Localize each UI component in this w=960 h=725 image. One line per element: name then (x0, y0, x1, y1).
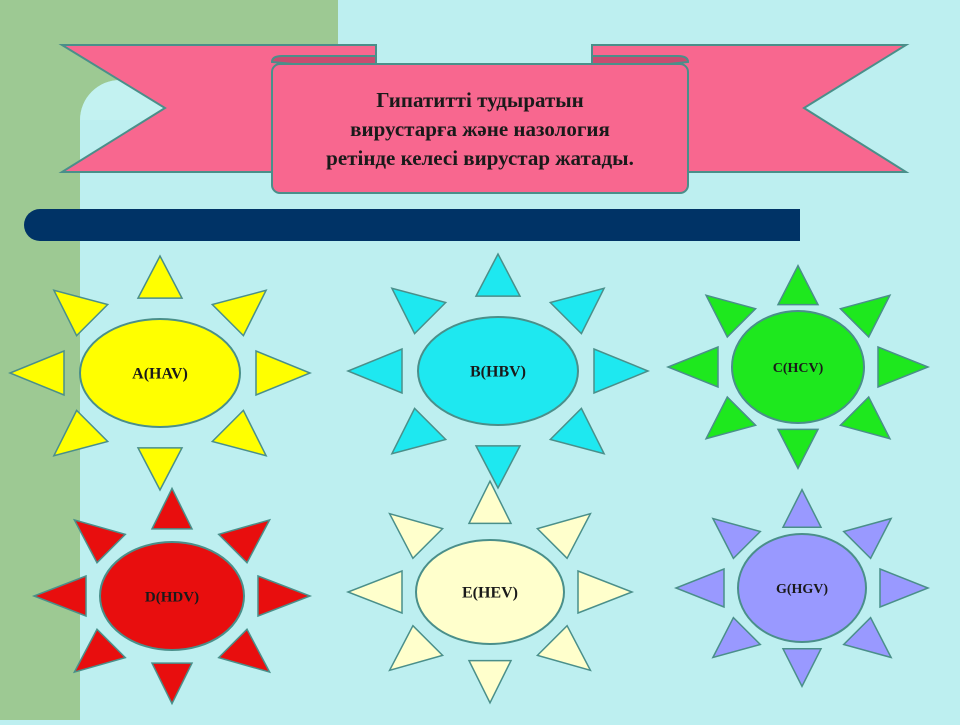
divider-bar-body (60, 209, 800, 241)
sun-ray (711, 616, 762, 659)
sun-ray (704, 294, 758, 339)
sun-body (737, 533, 867, 643)
sun-ray (136, 254, 184, 299)
sun-ray (255, 349, 312, 397)
sun-ray (150, 662, 194, 706)
sun-label: E(HEV) (462, 585, 518, 602)
sun-label: A(HAV) (132, 366, 188, 383)
sun-ray (31, 574, 87, 618)
sun-ray (150, 486, 194, 530)
title-line-2: вирустарға және назология (350, 117, 610, 141)
sun-ray (210, 409, 268, 457)
slide-title: Гипатитті тудыратын вирустарға және назо… (280, 86, 680, 173)
sun-ray (838, 395, 892, 440)
sun-ray (665, 345, 719, 389)
sun-ray (52, 409, 110, 457)
sun-ray (217, 628, 272, 674)
sun-ray (842, 616, 893, 659)
sun-ray (345, 569, 403, 615)
sun-ray (474, 445, 522, 490)
sun-ray (346, 347, 403, 395)
sun-ray (842, 517, 893, 560)
sun-ray (72, 628, 127, 674)
sun-ray (781, 648, 823, 688)
sun-ray (136, 447, 184, 492)
ribbon-banner (58, 44, 910, 194)
sun-ray (535, 512, 592, 560)
sun-a-hav: A(HAV) (8, 254, 312, 492)
sun-e-hev: E(HEV) (345, 479, 635, 705)
sun-ray (8, 349, 65, 397)
sun-g-hgv: G(HGV) (673, 488, 931, 688)
sun-ray (673, 567, 725, 609)
sun-ray (72, 518, 127, 564)
sun-ray (704, 395, 758, 440)
sun-body (731, 310, 865, 424)
title-line-1: Гипатитті тудыратын (376, 88, 584, 112)
title-line-3: ретінде келесі вирустар жатады. (326, 146, 634, 170)
sun-ray (52, 289, 110, 337)
sun-ray (467, 659, 513, 705)
ribbon-center (271, 63, 689, 194)
sun-body (99, 541, 245, 651)
sun-ray (776, 428, 820, 471)
sun-label: G(HGV) (776, 582, 828, 597)
sun-d-hdv: D(HDV) (31, 486, 313, 706)
sun-ray (390, 287, 448, 335)
suns-layer: A(HAV) B(HBV) C(HCV) D(HDV) E(HEV) G(HGV) (8, 252, 931, 706)
sun-label: C(HCV) (773, 361, 824, 376)
sun-ray (711, 517, 762, 560)
sun-ray (838, 294, 892, 339)
sun-b-hbv: B(HBV) (346, 252, 650, 490)
sun-ray (877, 345, 931, 389)
sun-ray (879, 567, 931, 609)
sun-ray (388, 512, 445, 560)
sun-ray (577, 569, 635, 615)
sun-ray (548, 287, 606, 335)
sun-label: D(HDV) (145, 589, 199, 605)
sun-ray (474, 252, 522, 297)
sun-ray (535, 624, 592, 672)
sun-ray (257, 574, 313, 618)
sun-label: B(HBV) (470, 364, 526, 381)
sun-ray (210, 289, 268, 337)
sun-body (417, 316, 579, 426)
sun-ray (217, 518, 272, 564)
sun-ray (548, 407, 606, 455)
sun-ray (390, 407, 448, 455)
sun-ray (593, 347, 650, 395)
sun-c-hcv: C(HCV) (665, 263, 931, 471)
sun-body (415, 539, 565, 645)
sun-ray (781, 488, 823, 528)
sun-ray (776, 263, 820, 306)
sun-body (79, 318, 241, 428)
sun-ray (467, 479, 513, 525)
sun-ray (388, 624, 445, 672)
